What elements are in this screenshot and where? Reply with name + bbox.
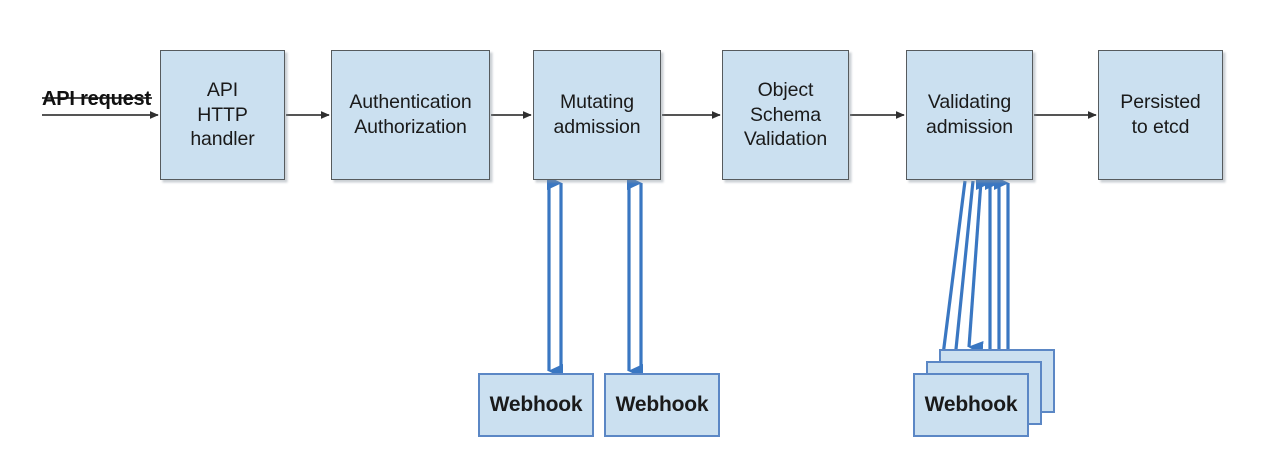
webhook-label: Webhook — [615, 393, 709, 416]
webhook-arrow-validating-call-1 — [939, 180, 967, 380]
stage-label: Object Schema Validation — [743, 78, 828, 151]
webhook-box-mutating-webhook-1: Webhook — [478, 373, 594, 437]
webhook-arrow-validating-call-2 — [953, 180, 975, 368]
stage-box-validating-admission: Validating admission — [906, 50, 1033, 180]
stage-box-mutating-admission: Mutating admission — [533, 50, 661, 180]
stage-label: Persisted to etcd — [1120, 91, 1201, 138]
stage-box-object-schema-validation: Object Schema Validation — [722, 50, 849, 180]
stage-label: API HTTP handler — [190, 78, 255, 151]
webhook-connectors — [547, 176, 1010, 380]
webhook-arrow-validating-call-3 — [967, 180, 984, 355]
webhook-box-validating-webhook-1: Webhook — [913, 373, 1029, 437]
webhook-label: Webhook — [489, 393, 583, 416]
stage-label: Mutating admission — [553, 91, 641, 138]
flow-connectors — [42, 97, 1097, 119]
stage-box-persisted-to-etcd: Persisted to etcd — [1098, 50, 1223, 180]
stage-box-api-http-handler: API HTTP handler — [160, 50, 285, 180]
webhook-label: Webhook — [924, 393, 1018, 416]
stage-box-authentication: Authentication Authorization — [331, 50, 490, 180]
stage-label: Authentication Authorization — [349, 91, 472, 138]
webhook-box-mutating-webhook-2: Webhook — [604, 373, 720, 437]
api-request-label: API request — [42, 88, 151, 110]
stage-label: Validating admission — [926, 91, 1013, 138]
